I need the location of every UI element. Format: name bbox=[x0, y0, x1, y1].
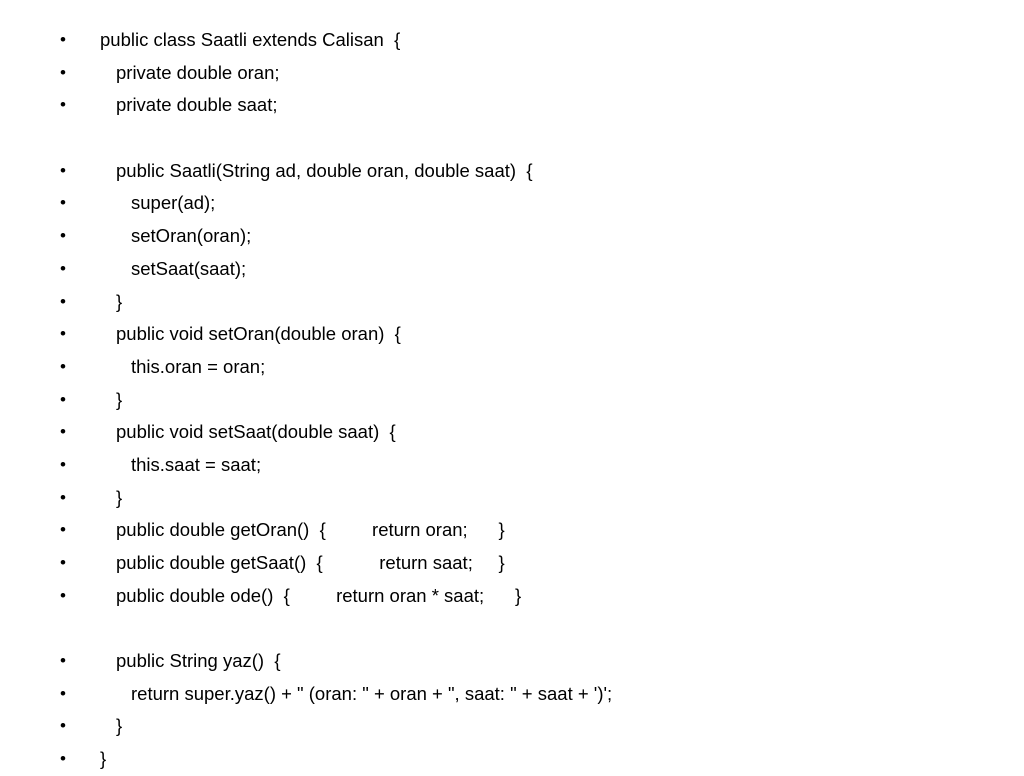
code-text: } bbox=[116, 486, 123, 508]
code-text: public void setSaat(double saat) { bbox=[116, 421, 396, 443]
code-text: } bbox=[116, 715, 123, 737]
code-text: } bbox=[116, 388, 123, 410]
bullet-icon: • bbox=[60, 585, 66, 605]
bullet-icon: • bbox=[60, 193, 66, 213]
bullet-icon: • bbox=[60, 291, 66, 311]
bullet-icon: • bbox=[60, 95, 66, 115]
code-text: public double getOran() { return oran; } bbox=[116, 519, 505, 541]
bullet-icon: • bbox=[60, 30, 66, 49]
bullet-icon: • bbox=[60, 389, 66, 409]
code-text: super(ad); bbox=[131, 192, 216, 214]
code-text: public Saatli(String ad, double oran, do… bbox=[116, 159, 533, 181]
code-text: return super.yaz() + " (oran: " + oran +… bbox=[131, 682, 613, 704]
bullet-icon: • bbox=[60, 749, 66, 769]
code-text: public double getSaat() { return saat; } bbox=[116, 552, 505, 573]
code-text: } bbox=[100, 748, 107, 770]
code-text: setOran(oran); bbox=[131, 225, 252, 247]
bullet-icon: • bbox=[60, 422, 66, 442]
bullet-icon: • bbox=[60, 487, 66, 507]
bullet-icon: • bbox=[60, 160, 66, 180]
bullet-icon: • bbox=[60, 716, 66, 736]
bullet-icon: • bbox=[60, 258, 66, 278]
bullet-icon: • bbox=[60, 553, 66, 572]
bullet-icon: • bbox=[60, 226, 66, 246]
bullet-icon: • bbox=[60, 62, 66, 82]
code-text: } bbox=[116, 290, 123, 312]
code-text: public void setOran(double oran) { bbox=[116, 323, 401, 345]
code-text: public class Saatli extends Calisan { bbox=[100, 29, 401, 50]
bullet-icon: • bbox=[60, 683, 66, 703]
code-text: setSaat(saat); bbox=[131, 257, 247, 279]
bullet-icon: • bbox=[60, 651, 66, 671]
code-text: private double saat; bbox=[116, 94, 278, 116]
code-text: public String yaz() { bbox=[116, 650, 281, 672]
bullet-icon: • bbox=[60, 356, 66, 376]
bullet-icon: • bbox=[60, 324, 66, 344]
bullet-icon: • bbox=[60, 454, 66, 474]
code-text: this.saat = saat; bbox=[131, 453, 262, 475]
code-text: public double ode() { return oran * saat… bbox=[116, 584, 522, 606]
code-text: this.oran = oran; bbox=[131, 355, 266, 377]
code-text: private double oran; bbox=[116, 61, 280, 83]
bullet-icon: • bbox=[60, 520, 66, 540]
